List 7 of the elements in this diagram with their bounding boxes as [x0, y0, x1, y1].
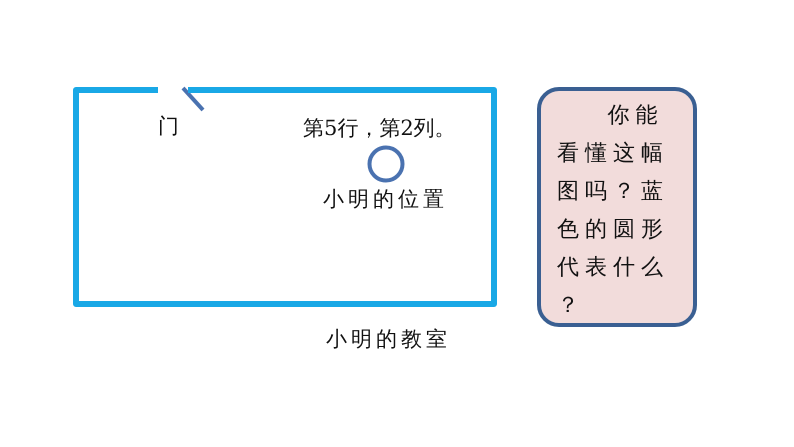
position-label: 第5行，第2列。 [303, 115, 456, 142]
question-bubble [537, 87, 697, 327]
door-label: 门 [158, 113, 179, 140]
question-text: 你能看懂这幅图吗？蓝色的圆形代表什么？ [557, 102, 670, 320]
position-label: 小明的位置 [323, 186, 448, 213]
classroom-outline [73, 87, 497, 307]
classroom-caption: 小明的教室 [326, 326, 451, 353]
